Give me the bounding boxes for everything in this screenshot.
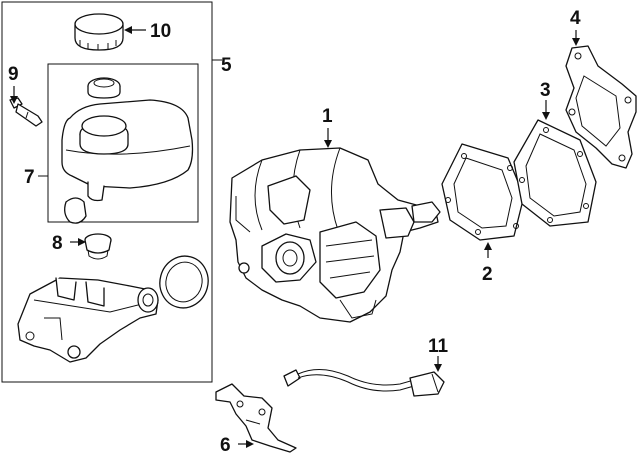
mounting-bracket-part-4[interactable] [565,45,637,169]
callout-8: 8 [52,233,63,254]
callout-5: 5 [221,55,232,76]
master-cylinder-part[interactable] [17,277,159,363]
callout-11: 11 [428,336,449,357]
sensor-wire-part[interactable] [283,369,445,397]
callout-1: 1 [322,106,333,127]
callout-6: 6 [220,435,231,456]
grommet-part[interactable] [84,233,112,260]
callout-4: 4 [570,8,581,29]
callout-3: 3 [540,80,551,101]
callout-7: 7 [24,167,35,188]
subassembly-frame-7 [38,63,199,223]
o-ring-part[interactable] [154,251,214,314]
bracket-part-6[interactable] [215,383,297,453]
leader-lines [10,26,580,448]
callout-9: 9 [8,64,19,85]
callout-10: 10 [150,21,171,42]
gasket-part-2[interactable] [441,143,525,241]
seal-plate-part-3[interactable] [513,119,597,227]
assembly-frame-5 [1,1,222,383]
callout-2: 2 [482,264,493,285]
callout-labels: 10 5 9 7 8 1 2 3 4 11 6 [8,8,581,456]
fluid-reservoir-part[interactable] [61,77,194,224]
reservoir-cap-part[interactable] [74,13,124,51]
brake-booster-part[interactable] [229,147,441,323]
